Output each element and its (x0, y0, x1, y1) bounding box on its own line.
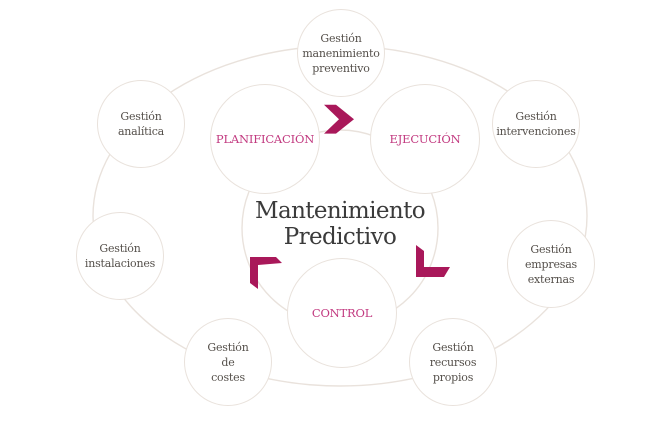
node-label: Gestión intervenciones (496, 110, 576, 138)
chevron-right-icon (324, 104, 354, 134)
node-label: Gestión instalaciones (84, 242, 156, 270)
stage-label: PLANIFICACIÓN (215, 131, 315, 146)
node-gestion-instalaciones: Gestión instalaciones (76, 212, 164, 300)
node-gestion-recursos-propios: Gestión recursos propios (409, 318, 497, 406)
node-label: Gestión analítica (117, 110, 165, 138)
node-label: Gestión de costes (207, 340, 249, 384)
stage-label: CONTROL (311, 305, 373, 320)
stage-ejecucion: EJECUCIÓN (370, 84, 480, 194)
chevron-down-left-icon (416, 245, 450, 277)
stage-control: CONTROL (287, 258, 397, 368)
chevron-up-left-icon (250, 257, 282, 289)
node-gestion-de-costes: Gestión de costes (184, 318, 272, 406)
diagram-title: Mantenimiento Predictivo (255, 198, 426, 250)
node-gestion-intervenciones: Gestión intervenciones (492, 80, 580, 168)
node-gestion-mantenimiento-preventivo: Gestión manenimiento preventivo (297, 9, 385, 97)
node-label: Gestión manenimiento preventivo (302, 31, 380, 75)
node-label: Gestión recursos propios (429, 340, 477, 384)
stage-planificacion: PLANIFICACIÓN (210, 84, 320, 194)
node-gestion-empresas-externas: Gestión empresas externas (507, 220, 595, 308)
node-label: Gestión empresas externas (525, 242, 577, 286)
stage-label: EJECUCIÓN (389, 131, 461, 146)
node-gestion-analitica: Gestión analítica (97, 80, 185, 168)
